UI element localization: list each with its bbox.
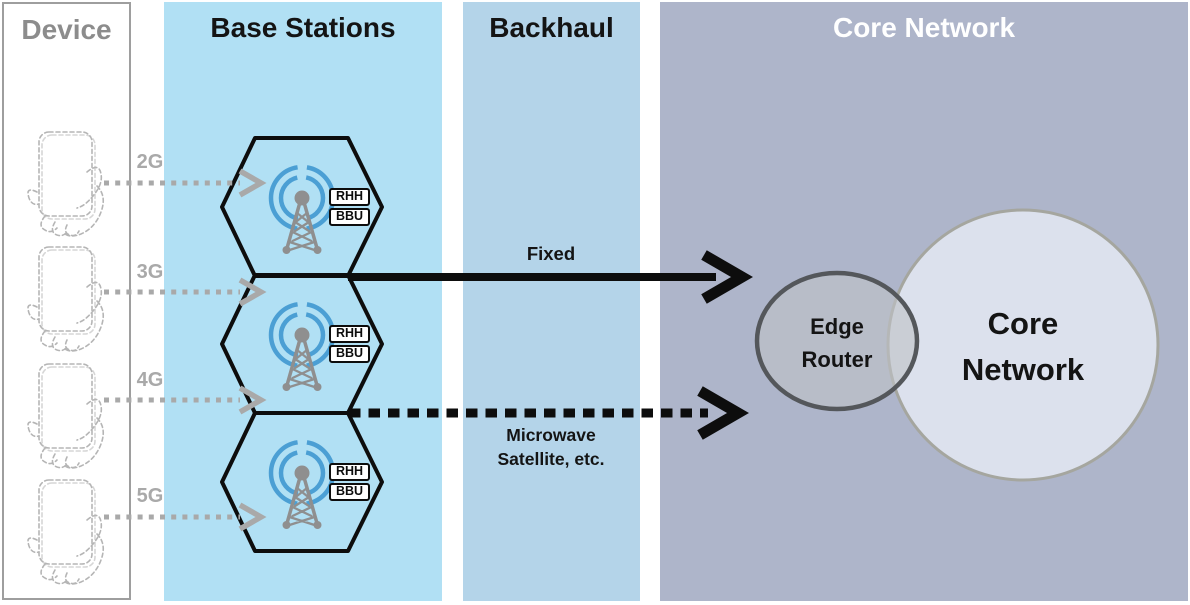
bbu-box-cell-3: BBU — [329, 482, 370, 501]
cell-tower-icon-3 — [271, 442, 333, 529]
device-link-arrow-3g — [104, 277, 267, 307]
rhh-box-cell-3: RHH — [329, 463, 370, 481]
microwave-link-label-line1: Microwave — [506, 425, 596, 445]
bbu-box-cell-2: BBU — [329, 344, 370, 363]
microwave-link-label-line2: Satellite, etc. — [497, 449, 605, 469]
device-link-arrow-4g — [104, 385, 267, 415]
core-network-column-title: Core Network — [832, 12, 1016, 43]
generation-label-5g: 5G — [136, 485, 164, 507]
fixed-link-label: Fixed — [526, 243, 576, 264]
core-network-cloud-label: Core Network — [943, 301, 1103, 393]
fixed-backhaul-arrow — [348, 250, 753, 304]
generation-label-4g: 4G — [136, 369, 164, 391]
phone-in-hand-icon-3g — [27, 246, 105, 352]
backhaul-column-title: Backhaul — [489, 12, 614, 43]
edge-router-label-line2: Router — [801, 347, 873, 372]
core-network-cloud-label-line1: Core — [987, 306, 1059, 341]
phone-in-hand-icon-2g — [27, 131, 105, 237]
core-network-cloud-label-line2: Network — [961, 352, 1085, 387]
bbu-box-cell-1: BBU — [329, 207, 370, 226]
edge-router-label-line1: Edge — [810, 314, 864, 339]
device-link-arrow-2g — [104, 168, 267, 198]
microwave-backhaul-arrow — [349, 386, 749, 440]
microwave-link-label: Microwave Satellite, etc. — [470, 423, 632, 471]
device-column-title: Device — [21, 14, 112, 45]
hexagon-cell-3 — [220, 411, 384, 553]
generation-label-3g: 3G — [136, 261, 164, 283]
phone-in-hand-icon-5g — [27, 479, 105, 585]
device-column: Device — [2, 2, 131, 600]
cell-tower-icon-2 — [271, 304, 333, 391]
cell-tower-icon-1 — [271, 167, 333, 254]
rhh-box-cell-2: RHH — [329, 325, 370, 343]
phone-in-hand-icon-4g — [27, 363, 105, 469]
edge-router-circle — [754, 270, 920, 412]
rhh-box-cell-1: RHH — [329, 188, 370, 206]
base-stations-column-title: Base Stations — [210, 12, 396, 43]
device-link-arrow-5g — [104, 502, 267, 532]
backhaul-column: Backhaul — [463, 2, 640, 601]
generation-label-2g: 2G — [136, 151, 164, 173]
edge-router-label: Edge Router — [777, 310, 897, 376]
